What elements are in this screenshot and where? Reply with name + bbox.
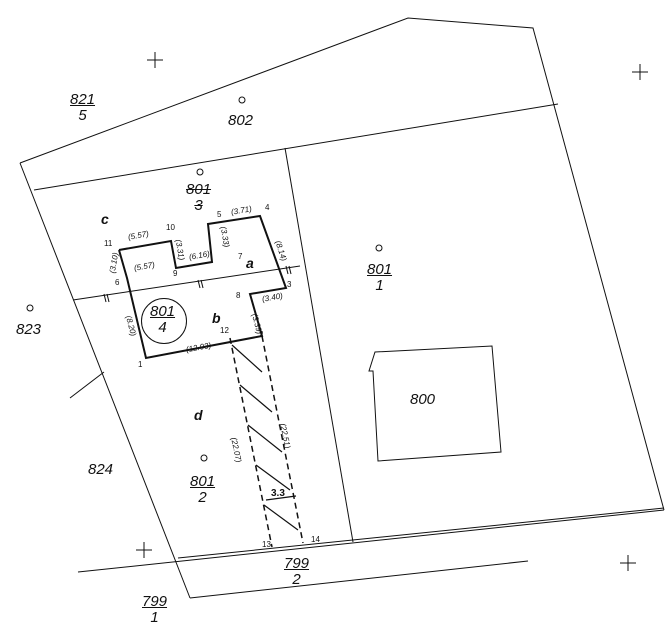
part-letter-c: c bbox=[101, 211, 109, 227]
parcel-799-2: 799 2 bbox=[284, 556, 309, 587]
boundary-824-stub bbox=[69, 371, 105, 399]
point-6: 6 bbox=[115, 278, 120, 287]
parcel-801-4-circle bbox=[141, 298, 187, 344]
parcel-802: 802 bbox=[228, 113, 253, 128]
point-12: 12 bbox=[220, 326, 229, 335]
point-10: 10 bbox=[166, 223, 175, 232]
access-path-hatching bbox=[231, 344, 299, 531]
parcel-801-1: 801 1 bbox=[367, 262, 392, 293]
parcel-801-2: 801 2 bbox=[190, 474, 215, 505]
parcel-subnumber: 4 bbox=[158, 319, 167, 336]
point-7: 7 bbox=[238, 252, 243, 261]
point-5: 5 bbox=[217, 210, 222, 219]
parcel-799-1: 799 1 bbox=[142, 594, 167, 625]
outer-boundary-bottom bbox=[189, 560, 529, 599]
point-3: 3 bbox=[287, 280, 292, 289]
parcel-801-4: 801 4 bbox=[150, 304, 175, 335]
parcel-number: 821 bbox=[70, 91, 96, 108]
road-line-inner bbox=[177, 507, 665, 559]
parcel-823: 823 bbox=[16, 322, 41, 337]
parcel-801-3: 801 3 bbox=[186, 182, 211, 213]
parcel-821-5: 821 5 bbox=[70, 92, 95, 123]
outer-boundary-top bbox=[19, 17, 665, 511]
parcel-800: 800 bbox=[410, 392, 435, 407]
outer-boundary-left bbox=[19, 162, 191, 599]
boundary-802 bbox=[33, 103, 559, 191]
point-11: 11 bbox=[104, 239, 113, 248]
boundary-823-line bbox=[72, 265, 301, 301]
point-2: 2 bbox=[259, 330, 264, 339]
point-4: 4 bbox=[265, 203, 270, 212]
parcel-number: 801 bbox=[190, 473, 216, 490]
point-13: 13 bbox=[262, 540, 271, 549]
point-8: 8 bbox=[236, 291, 241, 300]
parcel-subnumber: 5 bbox=[78, 107, 87, 124]
parcel-number: 802 bbox=[228, 112, 254, 129]
tick-marks bbox=[103, 265, 292, 303]
parcel-number: 799 bbox=[142, 593, 168, 610]
survey-crosses bbox=[136, 52, 648, 571]
boundary-801-1-west bbox=[284, 147, 354, 543]
building-800 bbox=[368, 345, 502, 462]
parcel-824: 824 bbox=[88, 462, 113, 477]
parcel-number: 801 bbox=[150, 303, 176, 320]
access-path bbox=[229, 335, 304, 548]
parcel-subnumber: 3 bbox=[194, 197, 203, 214]
parcel-number: 801 bbox=[186, 181, 212, 198]
road-line bbox=[77, 509, 665, 573]
parcel-subnumber: 2 bbox=[292, 571, 301, 588]
parcel-subnumber: 1 bbox=[150, 609, 159, 626]
part-letter-a: a bbox=[246, 255, 254, 271]
parcel-number: 800 bbox=[410, 391, 436, 408]
parcel-number: 823 bbox=[16, 321, 42, 338]
point-14: 14 bbox=[311, 535, 320, 544]
point-markers bbox=[26, 96, 383, 462]
part-letter-d: d bbox=[194, 407, 203, 423]
point-9: 9 bbox=[173, 269, 178, 278]
path-width-label: 3.3 bbox=[271, 488, 285, 499]
parcel-subnumber: 1 bbox=[375, 277, 384, 294]
part-letter-b: b bbox=[212, 310, 221, 326]
new-parcel-outline bbox=[118, 214, 288, 360]
parcel-number: 824 bbox=[88, 461, 114, 478]
parcel-boundaries bbox=[19, 17, 665, 599]
parcel-number: 799 bbox=[284, 555, 310, 572]
parcel-number: 801 bbox=[367, 261, 393, 278]
point-1: 1 bbox=[138, 360, 143, 369]
parcel-subnumber: 2 bbox=[198, 489, 207, 506]
